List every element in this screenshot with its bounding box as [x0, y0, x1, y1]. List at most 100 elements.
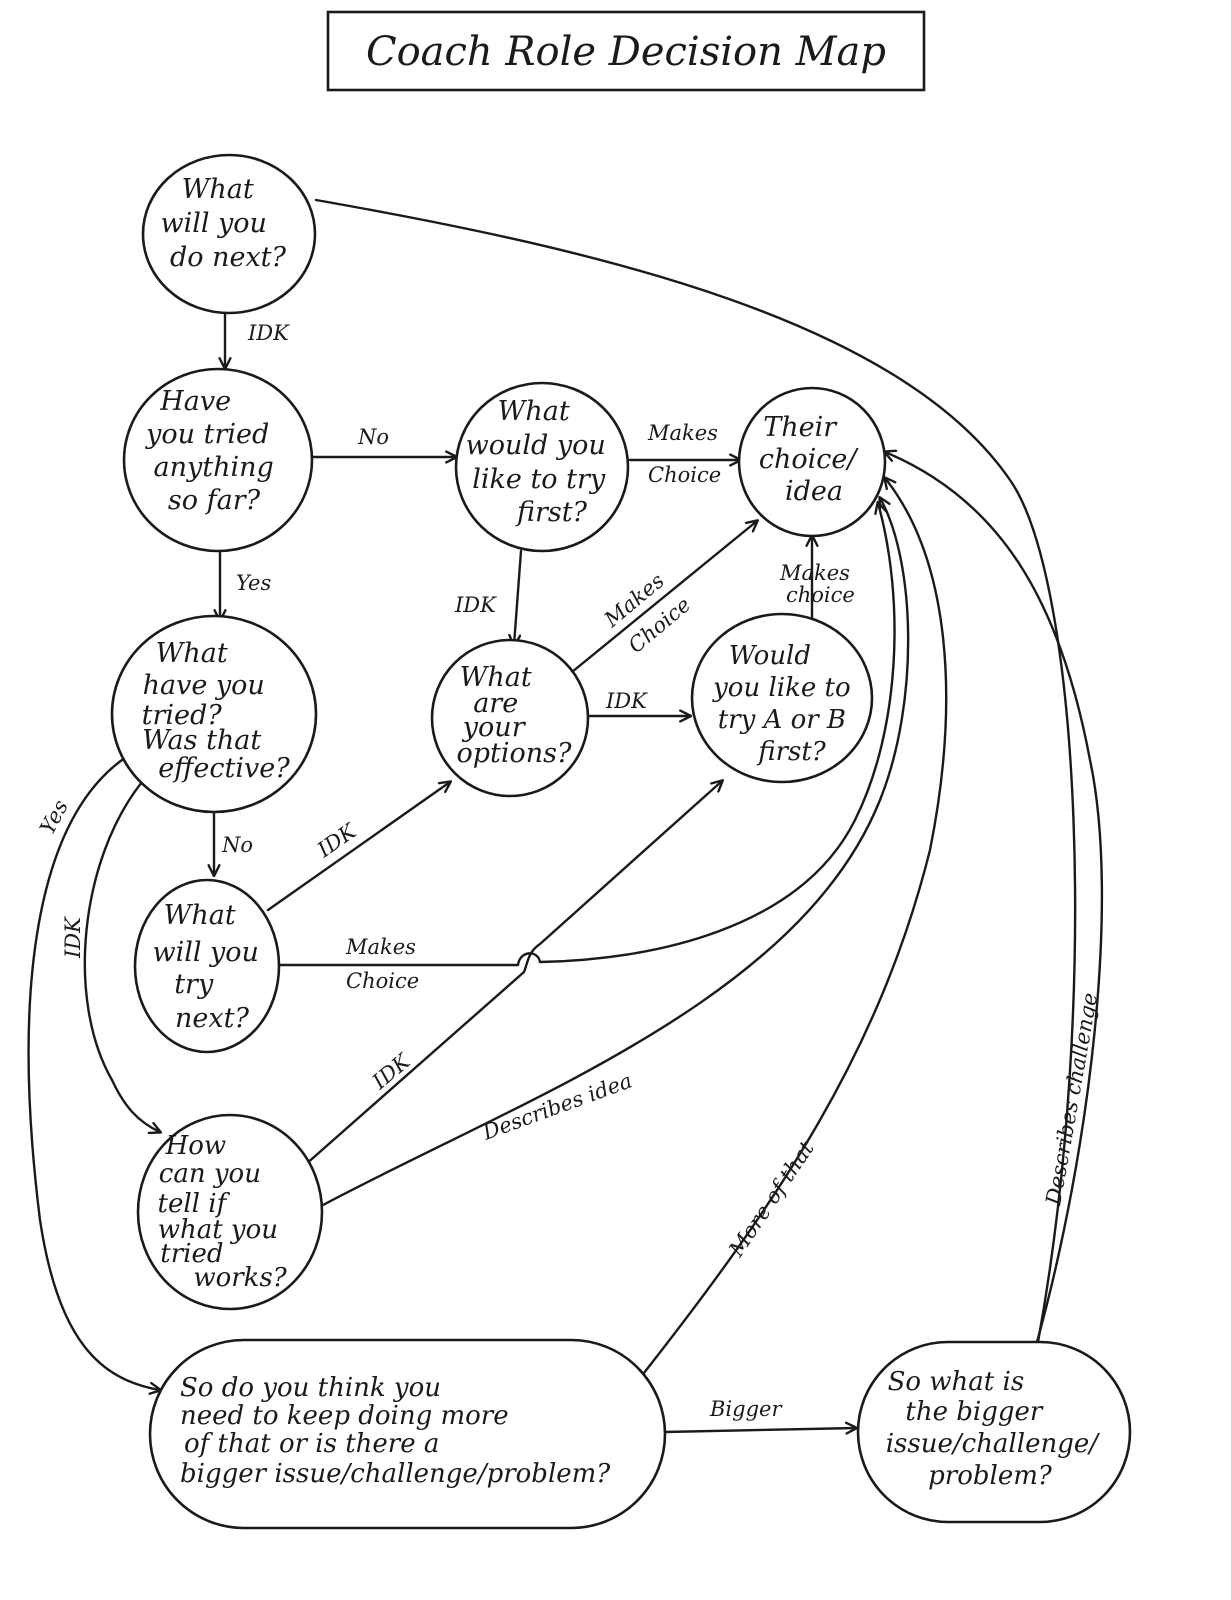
label-bigger: Bigger [709, 1397, 783, 1421]
node-a-or-b: Would you like to try A or B first? [690, 612, 874, 784]
node-like-to-try-first-text: What would you like to try first? [466, 396, 615, 528]
label-options-idk: IDK [605, 689, 648, 713]
node-line: tried? [142, 700, 223, 731]
node-line: need to keep doing more [180, 1401, 509, 1431]
node-their-choice-text: Their choice/ idea [759, 412, 865, 507]
node-shape [737, 386, 887, 538]
node-tried-anything: Have you tried anything so far? [122, 367, 314, 553]
edge-effective-yes [27, 758, 160, 1390]
node-line: What [156, 638, 228, 669]
node-line: effective? [158, 753, 290, 784]
node-will-do-next: What will you do next? [141, 153, 317, 315]
node-tried-anything-text: Have you tried anything so far? [145, 386, 282, 516]
node-options: What are your options? [430, 638, 590, 798]
node-line: so far? [168, 485, 261, 516]
edge-describes-idea [321, 498, 910, 1207]
node-line: What [164, 900, 236, 931]
node-line: next? [175, 1003, 249, 1034]
node-line: will you [152, 937, 259, 968]
label-ab-makes-choice-1: Makes [779, 561, 850, 585]
nodes: What will you do next? Have you tried an… [110, 153, 1132, 1530]
page-title: Coach Role Decision Map [366, 29, 886, 75]
node-their-choice: Their choice/ idea [737, 386, 887, 538]
node-line: bigger issue/challenge/problem? [180, 1459, 611, 1489]
node-shape [141, 153, 317, 315]
node-line: So what is [888, 1367, 1025, 1397]
node-line: will you [160, 208, 267, 239]
edge-options-makes-choice [570, 521, 757, 674]
edge-describes-challenge [885, 452, 1104, 1344]
node-line: works? [193, 1263, 287, 1293]
node-tell-if-works-text: How can you tell if what you tried works… [158, 1131, 288, 1293]
node-tell-if-works: How can you tell if what you tried works… [136, 1113, 324, 1311]
node-keep-doing: So do you think you need to keep doing m… [148, 1338, 667, 1530]
label-effective-no: No [221, 833, 253, 857]
node-shape [454, 381, 630, 553]
node-line: like to try [472, 464, 606, 495]
edge-trynext-idk [266, 782, 450, 912]
node-shape [690, 612, 874, 784]
node-line: you tried [145, 419, 269, 450]
node-line: do next? [170, 242, 287, 273]
node-bigger-issue-text: So what is the bigger issue/challenge/ p… [886, 1367, 1107, 1491]
label-like-idk: IDK [454, 593, 497, 617]
label-trynext-makes-choice-1: Makes [345, 935, 416, 959]
node-line: tried [160, 1239, 223, 1269]
node-line: What [498, 396, 570, 427]
edge-more-of-that [638, 478, 948, 1380]
node-shape [133, 878, 281, 1054]
edges [27, 198, 1104, 1432]
node-line: choice/ [759, 444, 860, 475]
node-line: Their [763, 412, 838, 443]
node-keep-doing-text: So do you think you need to keep doing m… [180, 1373, 611, 1489]
node-line: first? [756, 737, 827, 767]
node-line: have you [143, 670, 265, 701]
node-try-next: What will you try next? [133, 878, 281, 1054]
node-options-text: What are your options? [456, 662, 572, 769]
edge-trynext-makes-choice [278, 503, 896, 967]
node-try-next-text: What will you try next? [152, 900, 267, 1034]
node-line: your [462, 712, 527, 743]
node-line: first? [515, 497, 588, 528]
edge-bigger [662, 1428, 856, 1432]
label-trynext-makes-choice-2: Choice [346, 969, 419, 993]
node-will-do-next-text: What will you do next? [160, 174, 286, 273]
edge-effective-idk [83, 780, 160, 1132]
node-line: options? [456, 738, 572, 769]
node-line: What [182, 174, 254, 205]
edge-like-idk [514, 549, 523, 645]
label-like-makes-choice-1: Makes [647, 421, 718, 445]
node-line: problem? [928, 1461, 1053, 1491]
node-shape [110, 614, 318, 814]
node-shape [136, 1113, 324, 1311]
node-line: try A or B [718, 705, 846, 735]
node-line: can you [159, 1159, 261, 1189]
node-line: you like to [712, 673, 851, 703]
edge-tellif-idk [303, 781, 722, 1167]
node-line: try [174, 969, 214, 1000]
label-like-makes-choice-2: Choice [648, 463, 721, 487]
title-box: Coach Role Decision Map [326, 10, 926, 92]
node-shape [122, 367, 314, 553]
node-line: anything [154, 452, 274, 483]
node-like-to-try-first: What would you like to try first? [454, 381, 630, 553]
node-a-or-b-text: Would you like to try A or B first? [712, 641, 859, 767]
edge-next-long-arc [314, 198, 1077, 1344]
node-line: issue/challenge/ [886, 1429, 1100, 1459]
label-describes-idea: Describes idea [479, 1068, 636, 1145]
node-line: So do you think you [180, 1373, 441, 1403]
node-shape [856, 1340, 1132, 1524]
node-what-tried-text: What have you tried? Was that effective? [142, 638, 291, 784]
node-line: would you [466, 430, 606, 461]
node-line: what you [158, 1215, 278, 1245]
node-line: How [165, 1131, 227, 1161]
node-line: Have [159, 386, 231, 417]
node-line: Was that [142, 725, 261, 756]
label-effective-idk: IDK [61, 916, 85, 959]
node-what-tried: What have you tried? Was that effective? [110, 614, 318, 814]
label-trynext-idk: IDK [312, 818, 361, 862]
node-line: are [473, 688, 518, 719]
label-tried-no: No [357, 425, 389, 449]
label-tried-yes: Yes [236, 571, 271, 595]
